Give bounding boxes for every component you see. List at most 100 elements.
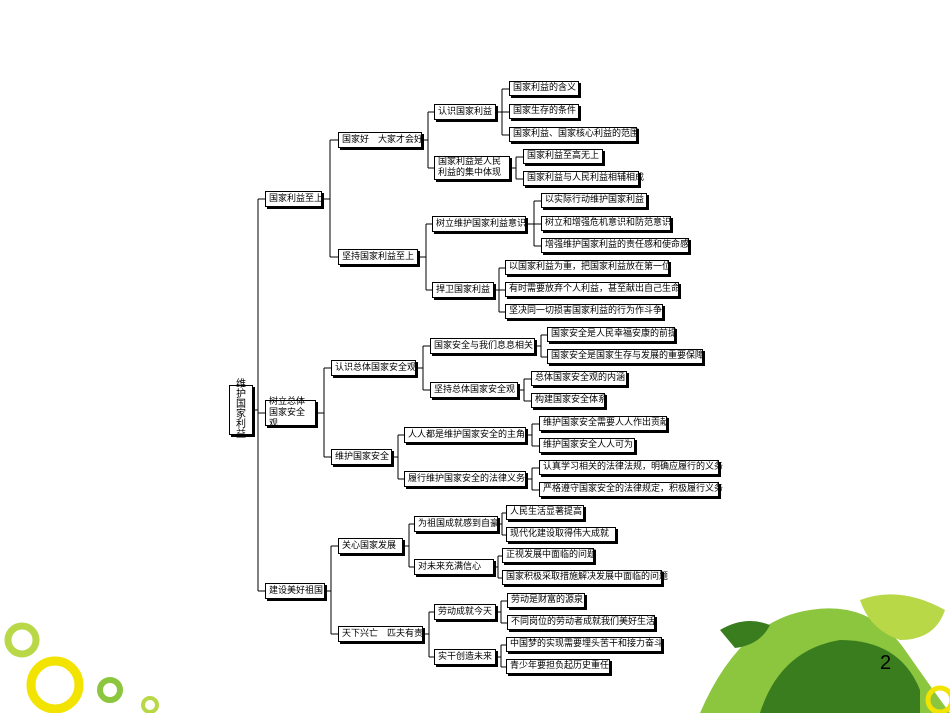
topic-label: 实干创造未来: [438, 651, 493, 662]
leaf-label: 人民生活显著提高: [510, 507, 583, 517]
sub-branch-label: 坚持国家利益至上: [342, 251, 415, 262]
topic-label: 为祖国成就感到自豪: [418, 518, 500, 529]
branch-national-security: 树立总体国家安全观: [265, 397, 316, 429]
topic-label: 对未来充满信心: [418, 561, 482, 572]
leaf-node: 构建国家安全体系: [531, 393, 608, 408]
root-label: 维护国家利益: [236, 379, 246, 440]
sub-branch-label: 关心国家发展: [342, 540, 397, 551]
leaf-node: 中国梦的实现需要埋头苦干和接力奋斗: [506, 637, 664, 652]
topic-label: 国家利益是人民利益的集中体现: [438, 157, 502, 178]
leaf-node: 国家利益与人民利益相辅相成: [523, 171, 644, 186]
leaf-node: 不同岗位的劳动者成就我们美好生活: [507, 615, 655, 630]
leaf-node: 人民生活显著提高: [506, 505, 584, 520]
leaf-node: 劳动是财富的源泉: [507, 593, 585, 608]
topic-label: 人人都是维护国家安全的主角: [408, 429, 526, 440]
leaf-label: 国家积极采取措施解决发展中面临的问题: [506, 572, 669, 582]
topic-node: 认识国家利益: [434, 104, 496, 120]
leaf-label: 树立和增强危机意识和防范意识: [545, 218, 672, 228]
leaf-label: 认真学习相关的法律法规，明确应履行的义务: [543, 462, 724, 472]
sub-branch: 认识总体国家安全观: [331, 360, 416, 376]
leaf-node: 国家安全是人民幸福安康的前提: [547, 327, 678, 342]
leaf-label: 现代化建设取得伟大成就: [510, 529, 610, 539]
branch-build-motherland: 建设美好祖国: [265, 583, 325, 599]
leaf-node: 国家生存的条件: [509, 104, 579, 119]
leaf-label: 国家利益至高无上: [527, 151, 600, 161]
leaf-label: 国家安全是人民幸福安康的前提: [551, 329, 678, 339]
sub-branch-label: 维护国家安全: [335, 451, 390, 462]
branch-label: 建设美好祖国: [269, 585, 324, 596]
leaf-label: 维护国家安全人人可为: [543, 440, 634, 450]
sub-branch: 天下兴亡 匹夫有责: [338, 626, 423, 642]
leaf-node: 增强维护国家利益的责任感和使命感: [541, 238, 689, 253]
topic-node: 捍卫国家利益: [432, 282, 494, 298]
leaf-label: 中国梦的实现需要埋头苦干和接力奋斗: [510, 639, 664, 649]
topic-label: 劳动成就今天: [438, 606, 493, 617]
leaf-label: 青少年要担负起历史重任: [510, 661, 610, 671]
leaf-node: 以国家利益为重，把国家利益放在第一位: [505, 260, 672, 275]
leaf-label: 国家生存的条件: [513, 106, 577, 116]
leaf-node: 维护国家安全需要人人作出贡献: [539, 416, 670, 431]
leaf-node: 正视发展中面临的问题: [502, 548, 597, 563]
topic-node: 劳动成就今天: [434, 604, 496, 620]
topic-node: 国家安全与我们息息相关: [430, 338, 535, 354]
leaf-node: 维护国家安全人人可为: [539, 438, 635, 453]
leaf-node: 现代化建设取得伟大成就: [506, 527, 616, 542]
root-node: 维护国家利益: [229, 380, 253, 440]
leaf-label: 构建国家安全体系: [535, 395, 608, 405]
leaf-node: 青少年要担负起历史重任: [506, 659, 610, 674]
leaf-node: 国家利益、国家核心利益的范围: [509, 127, 640, 142]
branch-national-interest: 国家利益至上: [265, 191, 324, 207]
leaf-label: 有时需要放弃个人利益，甚至献出自己生命: [509, 284, 681, 294]
topic-label: 树立维护国家利益意识: [436, 218, 527, 229]
topic-node: 国家利益是人民利益的集中体现: [434, 156, 510, 180]
topic-label: 认识国家利益: [438, 106, 493, 117]
leaf-node: 严格遵守国家安全的法律规定，积极履行义务: [539, 482, 723, 497]
leaf-label: 国家安全是国家生存与发展的重要保障: [551, 351, 705, 361]
topic-label: 捍卫国家利益: [436, 284, 491, 295]
leaf-label: 正视发展中面临的问题: [506, 550, 597, 560]
leaf-label: 增强维护国家利益的责任感和使命感: [545, 240, 690, 250]
topic-node: 坚持总体国家安全观: [430, 382, 518, 398]
sub-branch: 国家好 大家才会好: [338, 132, 423, 148]
topic-node: 人人都是维护国家安全的主角: [404, 427, 526, 443]
leaf-node: 坚决同一切损害国家利益的行为作斗争: [505, 304, 663, 319]
leaf-label: 国家利益与人民利益相辅相成: [527, 173, 645, 183]
topic-node: 实干创造未来: [434, 649, 496, 665]
sub-branch: 维护国家安全: [331, 449, 392, 465]
ring-decoration-left: [4, 622, 159, 713]
leaf-node: 总体国家安全观的内涵: [531, 371, 627, 386]
branch-label: 国家利益至上: [269, 193, 324, 204]
topic-label: 坚持总体国家安全观: [434, 384, 516, 395]
leaf-node: 有时需要放弃个人利益，甚至献出自己生命: [505, 282, 681, 297]
leaf-label: 坚决同一切损害国家利益的行为作斗争: [509, 306, 663, 316]
leaf-label: 劳动是财富的源泉: [511, 595, 584, 605]
leaf-label: 总体国家安全观的内涵: [535, 373, 626, 383]
leaf-node: 国家安全是国家生存与发展的重要保障: [547, 349, 705, 364]
topic-node: 为祖国成就感到自豪: [414, 516, 500, 532]
page-number: 2: [880, 652, 892, 674]
leaf-label: 严格遵守国家安全的法律规定，积极履行义务: [543, 484, 724, 494]
leaf-node: 以实际行动维护国家利益: [541, 193, 647, 208]
leaf-node: 树立和增强危机意识和防范意识: [541, 216, 671, 231]
leaf-label: 以实际行动维护国家利益: [545, 195, 645, 205]
leaf-label: 以国家利益为重，把国家利益放在第一位: [509, 262, 672, 272]
topic-label: 国家安全与我们息息相关: [434, 340, 534, 351]
sub-branch-label: 天下兴亡 匹夫有责: [342, 628, 424, 639]
branch-label: 树立总体国家安全观: [269, 396, 306, 429]
leaf-node: 认真学习相关的法律法规，明确应履行的义务: [539, 460, 723, 475]
leaf-node: 国家利益的含义: [509, 81, 579, 96]
leaf-label: 国家利益的含义: [513, 83, 577, 93]
sub-branch: 关心国家发展: [338, 538, 403, 554]
leaf-label: 不同岗位的劳动者成就我们美好生活: [511, 617, 656, 627]
leaf-node: 国家利益至高无上: [523, 149, 603, 164]
leaf-node: 国家积极采取措施解决发展中面临的问题: [502, 570, 668, 585]
sub-branch: 坚持国家利益至上: [338, 249, 418, 265]
topic-node: 履行维护国家安全的法律义务: [404, 471, 526, 487]
leaf-label: 维护国家安全需要人人作出贡献: [543, 418, 670, 428]
topic-label: 履行维护国家安全的法律义务: [408, 473, 526, 484]
leaf-decoration-right: [700, 594, 950, 713]
topic-node: 树立维护国家利益意识: [432, 216, 526, 232]
leaf-label: 国家利益、国家核心利益的范围: [513, 129, 640, 139]
